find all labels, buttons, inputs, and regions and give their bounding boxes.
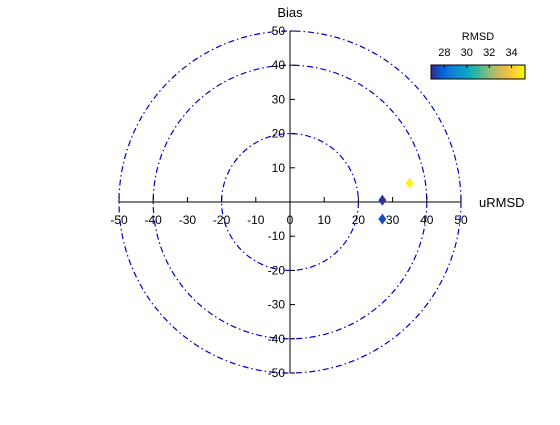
x-axis-label: uRMSD [479,195,525,210]
y-tick-label: 10 [272,161,286,175]
x-tick-label: 50 [454,213,468,227]
colorbar-tick-label: 34 [505,47,517,59]
colorbar-label: RMSD [462,31,494,43]
colorbar-tick-label: 30 [461,47,473,59]
y-axis-label: Bias [277,5,303,20]
y-tick-label: 40 [272,58,286,72]
data-point-diamond [378,194,387,206]
x-tick-label: -30 [179,213,197,227]
x-tick-label: 0 [287,213,294,227]
points-layer [378,177,414,225]
y-tick-label: -40 [268,332,286,346]
data-point-diamond [405,177,414,189]
y-tick-label: 20 [272,127,286,141]
x-tick-label: -10 [247,213,265,227]
colorbar-tick-label: 28 [438,47,450,59]
colorbar-ticks: 28 30 32 34 [438,47,518,68]
x-tick-label: 20 [352,213,366,227]
x-tick-label: 10 [318,213,332,227]
x-tick-label: -40 [145,213,163,227]
y-tick-label: -50 [268,366,286,380]
colorbar-tick-label: 32 [483,47,495,59]
y-tick-label: 50 [272,24,286,38]
x-tick-label: -50 [110,213,128,227]
y-tick-label: -30 [268,298,286,312]
x-tick-label: 30 [386,213,400,227]
x-tick-label: -20 [213,213,231,227]
y-tick-label: 30 [272,92,286,106]
y-tick-label: -10 [268,229,286,243]
data-point-diamond [378,213,387,225]
colorbar-gradient [430,64,526,80]
y-tick-label: -20 [268,263,286,277]
colorbar: RMSD 28 30 32 34 [430,31,526,80]
x-tick-label: 40 [420,213,434,227]
